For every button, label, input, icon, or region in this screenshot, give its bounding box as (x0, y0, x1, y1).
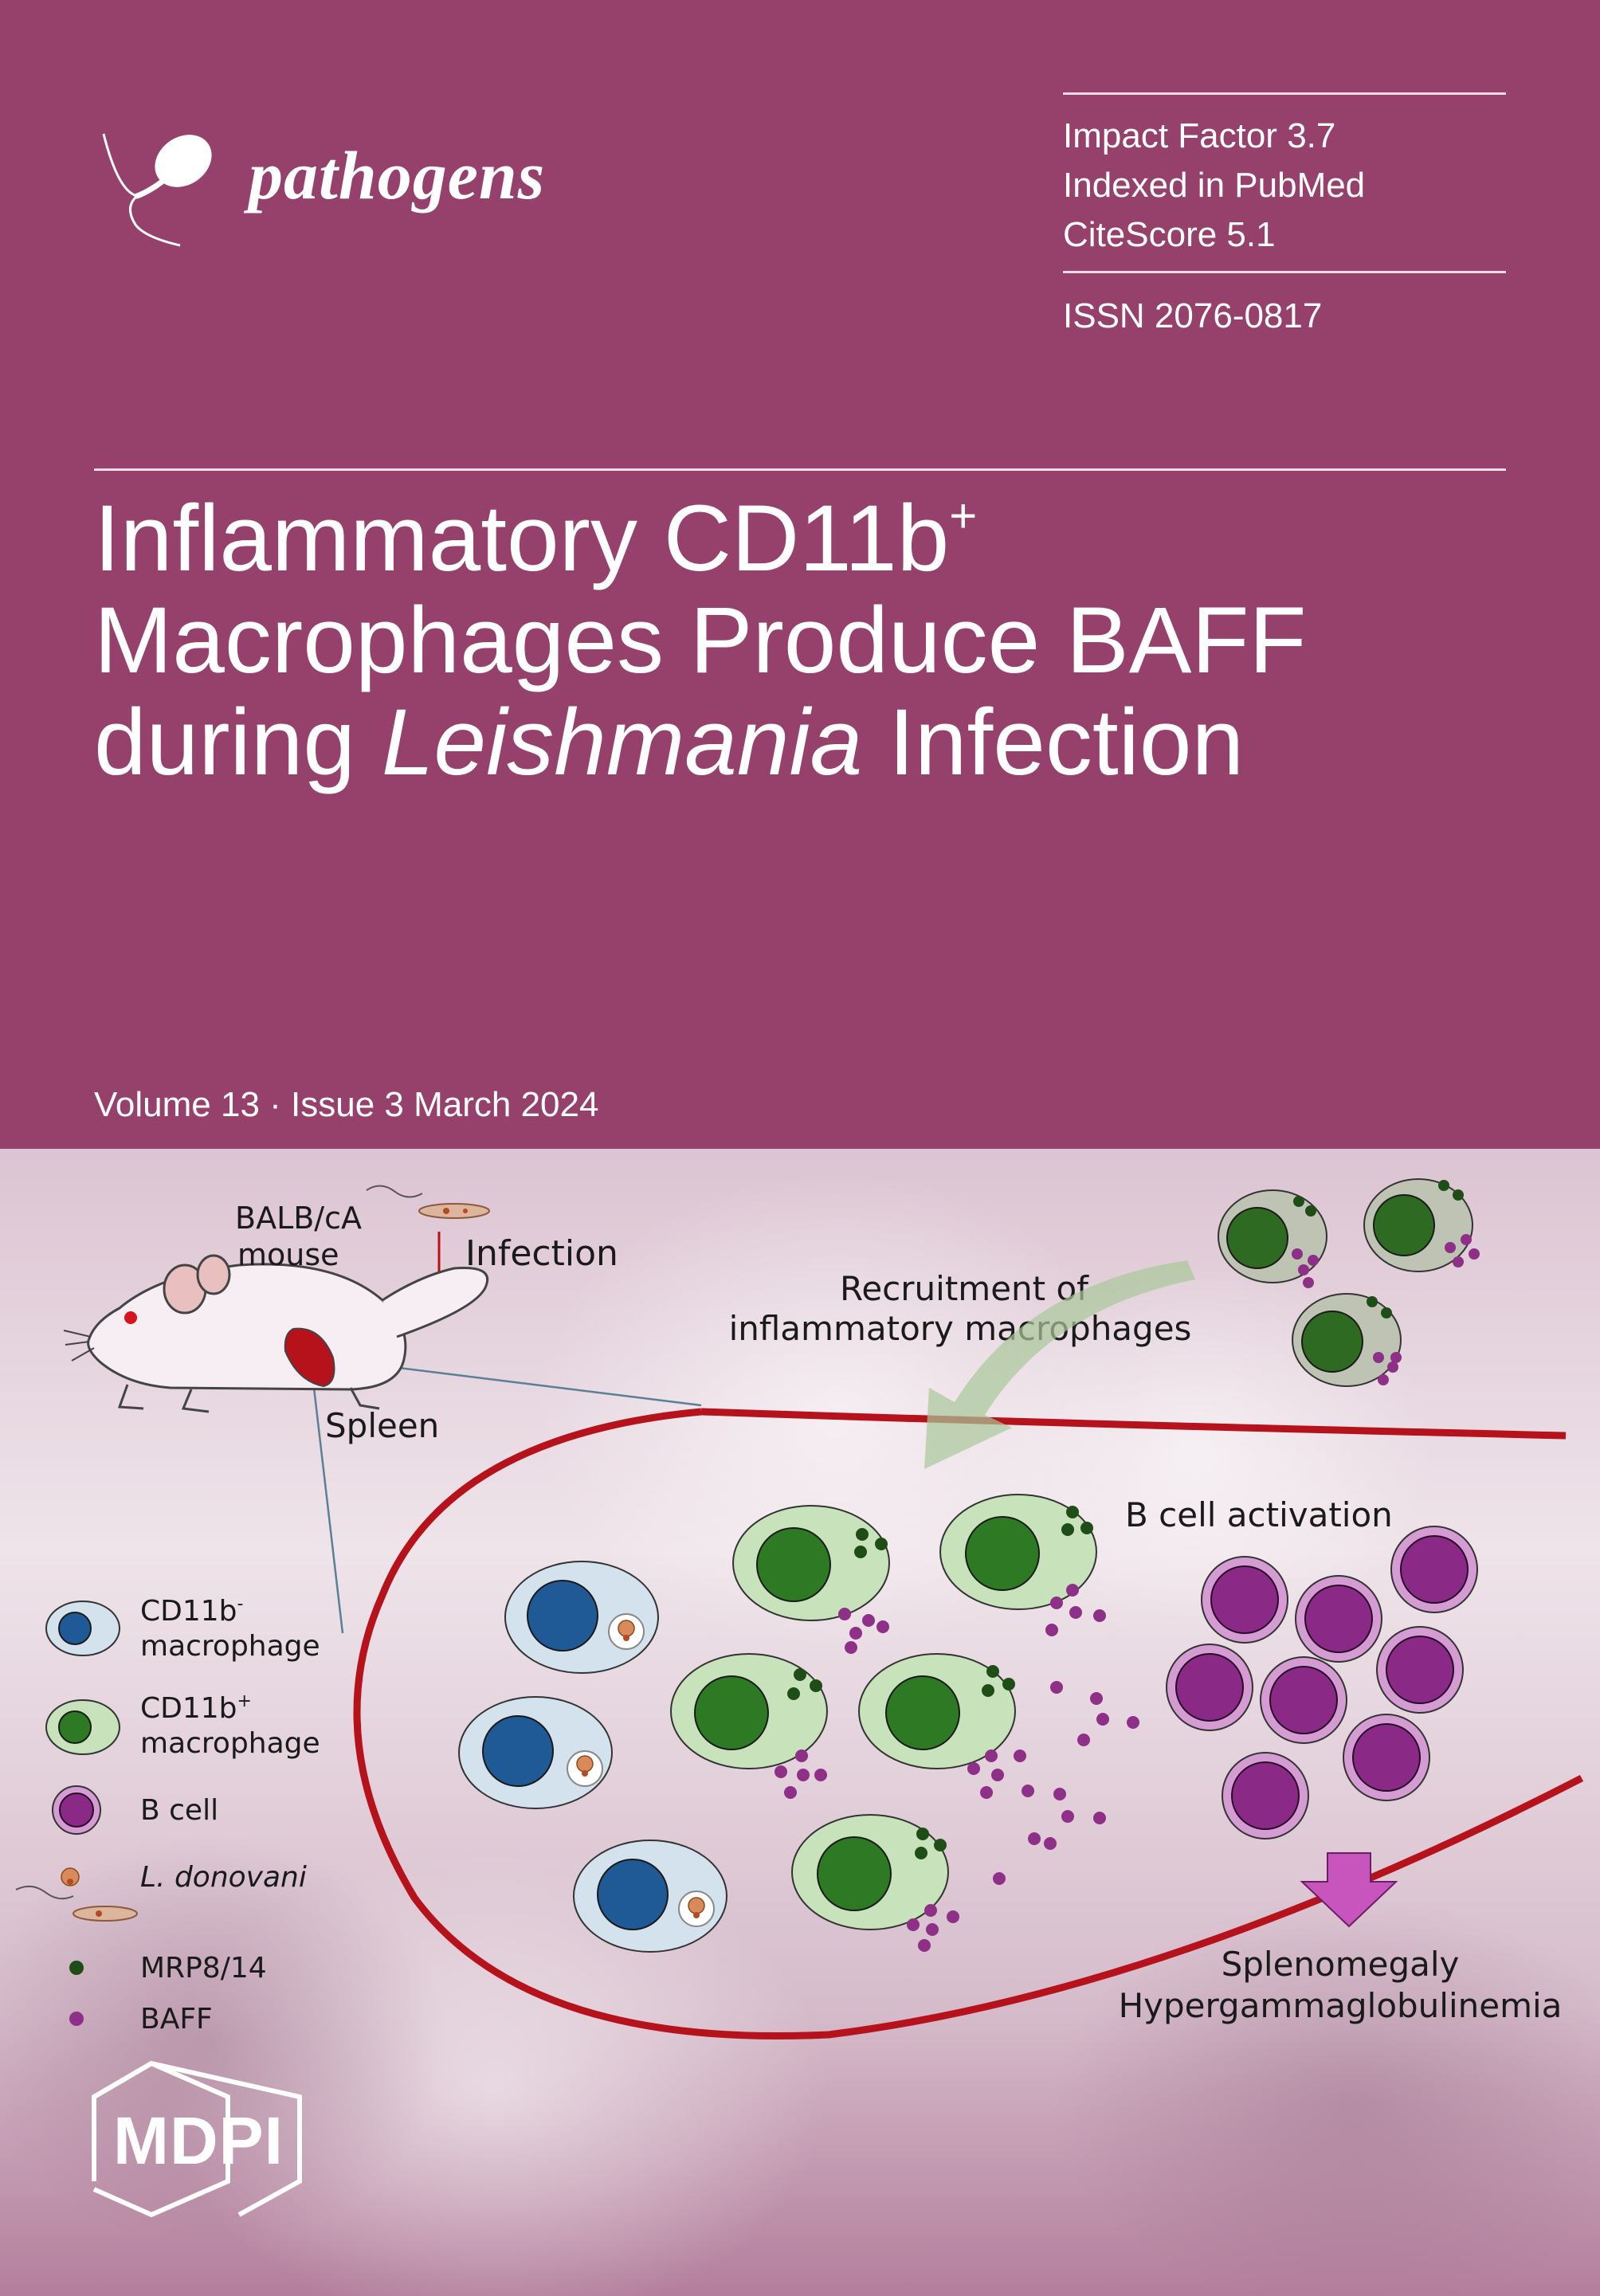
spleen-boundary (353, 1408, 1584, 2040)
mouse-label-1: BALB/cA (235, 1201, 362, 1236)
cd11b-pos-macrophage (858, 1653, 1026, 1799)
outcome-label-1: Splenomegaly (1222, 1945, 1460, 1984)
title-line-2: Macrophages Produce BAFF (94, 588, 1307, 693)
legend-mrp: MRP8/14 (140, 1952, 267, 1985)
metrics-bottom-rule (1063, 271, 1506, 273)
recruitment-label-1: Recruitment of (840, 1269, 1089, 1308)
outcome-label-2: Hypergammaglobulinemia (1119, 1986, 1563, 2025)
recruited-macrophage (1218, 1189, 1327, 1288)
indexed-in: Indexed in PubMed (1063, 166, 1366, 205)
legend-baff: BAFF (140, 2003, 213, 2035)
title-line-1: Inflammatory CD11b+ (94, 486, 978, 591)
mdpi-wordmark: MDPI (113, 2103, 284, 2178)
recruited-macrophage (1363, 1178, 1480, 1272)
spleen-label: Spleen (325, 1406, 439, 1445)
legend-cd11b-pos: CD11b (140, 1692, 237, 1725)
cd11b-pos-macrophage (791, 1814, 959, 1952)
cd11b-neg-macrophage (504, 1561, 659, 1674)
outcome-arrow (1300, 1852, 1398, 1928)
title-line-3: during Leishmania Infection (94, 690, 1245, 795)
mouse-icon (63, 1254, 488, 1413)
journal-name: pathogens (249, 137, 546, 214)
infection-label: Infection (465, 1233, 618, 1274)
cd11b-pos-macrophage (939, 1494, 1106, 1636)
legend: CD11b- macrophage CD11b+ macrophage B ce… (15, 1594, 320, 2035)
spleen-organ-icon (284, 1327, 335, 1388)
legend-cd11b-neg-2: macrophage (140, 1630, 320, 1663)
parasite-icon (366, 1185, 490, 1219)
bacterium-logo-icon (102, 133, 212, 247)
svg-text:CD11b+: CD11b+ (140, 1691, 252, 1725)
graphical-abstract: BALB/cA mouse Infection Spleen Recruitme… (0, 1149, 1600, 2296)
mouse-label-2: mouse (237, 1237, 339, 1272)
citescore: CiteScore 5.1 (1063, 215, 1276, 254)
title-rule (94, 468, 1506, 471)
baff-dots (993, 1681, 1139, 1885)
recruitment-label-2: inflammatory macrophages (729, 1309, 1192, 1348)
cd11b-pos-macrophage (670, 1653, 828, 1799)
legend-b-cell: B cell (140, 1794, 218, 1827)
recruited-macrophage (1292, 1293, 1402, 1387)
volume-issue: Volume 13 · Issue 3 March 2024 (94, 1085, 599, 1124)
issn: ISSN 2076-0817 (1063, 296, 1323, 335)
cover-header: pathogens Impact Factor 3.7 Indexed in P… (94, 92, 1528, 1124)
metrics-top-rule (1063, 92, 1506, 95)
legend-l-donovani: L. donovani (140, 1861, 307, 1894)
legend-cd11b-neg: CD11b (140, 1595, 237, 1628)
article-title: Inflammatory CD11b+ Macrophages Produce … (94, 488, 1528, 793)
mdpi-logo: MDPI (92, 2060, 302, 2218)
legend-cd11b-pos-2: macrophage (140, 1727, 320, 1760)
svg-text:CD11b-: CD11b- (140, 1594, 243, 1628)
cd11b-pos-macrophage (732, 1505, 890, 1654)
cd11b-neg-macrophage (573, 1840, 727, 1953)
spleen-boundary-top (700, 1408, 1567, 1440)
impact-factor: Impact Factor 3.7 (1063, 116, 1336, 155)
recruitment-arrow (924, 1260, 1195, 1469)
b-cell-activation-label: B cell activation (1125, 1495, 1393, 1534)
b-cell-cluster (1166, 1526, 1478, 1840)
cd11b-neg-macrophage (458, 1696, 613, 1809)
